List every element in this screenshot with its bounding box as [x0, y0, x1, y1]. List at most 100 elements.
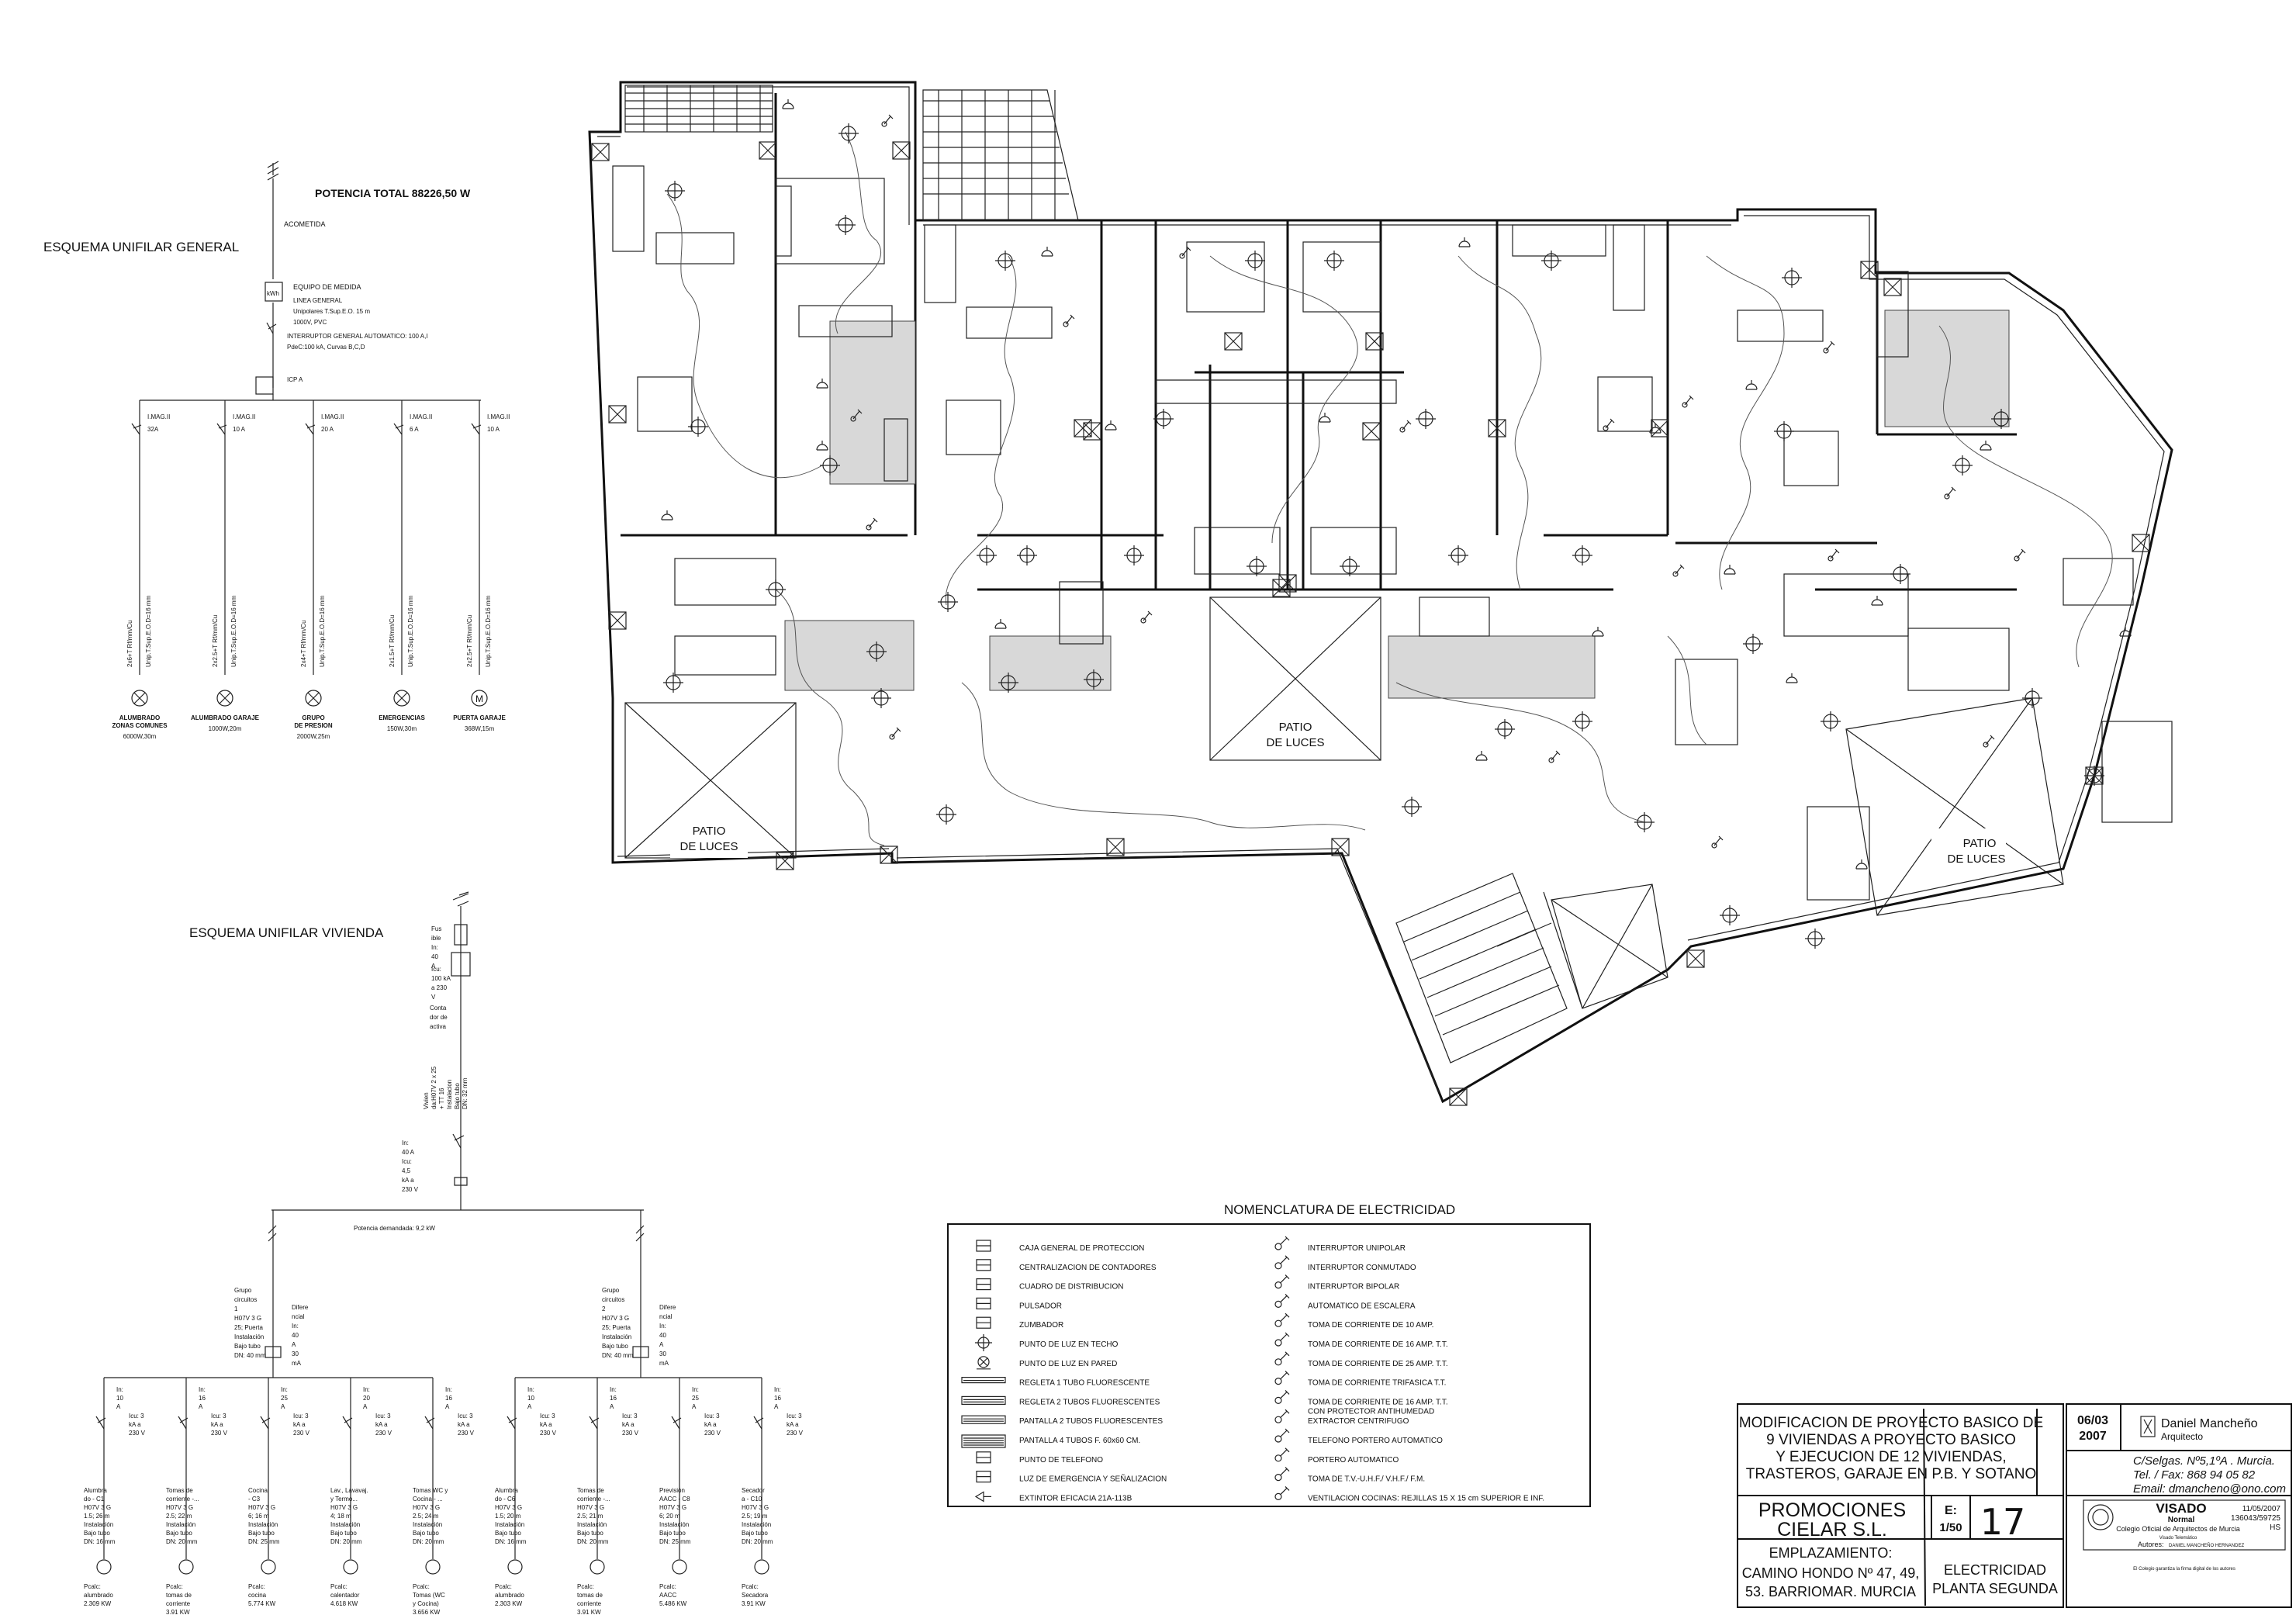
- legend-right-label: PORTERO AUTOMATICO: [1308, 1456, 1399, 1465]
- circuit-desc: 2.5; 21 m: [577, 1513, 603, 1520]
- circuit-install: Bajo tubo: [659, 1530, 686, 1537]
- kitchen-vent-icon: [1280, 1485, 1290, 1495]
- switch-icon: [1402, 420, 1412, 431]
- circuit-desc: 2.5; 19 m: [742, 1513, 768, 1520]
- circuit-load: Tomas (WC: [413, 1592, 445, 1599]
- circuit-load: Pcalc:: [742, 1583, 759, 1590]
- main-switch-label: INTERRUPTOR GENERAL AUTOMATICO: 100 A,I: [287, 333, 428, 340]
- load-icon: [672, 1559, 687, 1575]
- lamp-icon: [133, 692, 146, 704]
- di-label: DN: 32 mm: [462, 1077, 469, 1109]
- breaker-rating: A: [774, 1403, 779, 1410]
- circuit-load: 4.618 KW: [330, 1600, 358, 1607]
- column-icon: [1651, 419, 1669, 437]
- column-icon: [1362, 422, 1381, 441]
- circuit-install: DN: 16 mm: [495, 1538, 527, 1545]
- group-label: 1: [234, 1305, 238, 1312]
- circuit-desc: corriente -...: [166, 1496, 199, 1503]
- socket-icon: [1649, 424, 1661, 434]
- architect-name: Daniel Mancheño: [2161, 1417, 2258, 1430]
- breaker-icu: 230 V: [211, 1430, 228, 1437]
- di-label: + TT 16: [438, 1088, 445, 1109]
- circuit-desc: do - C1: [84, 1496, 105, 1503]
- circuit-desc: H07V 3 G: [659, 1504, 686, 1511]
- column-icon: [1278, 574, 1297, 593]
- circuit-desc: Tomas de: [577, 1487, 604, 1494]
- di-label: Instalacion: [446, 1080, 453, 1109]
- circuit-name: ALUMBRADO GARAJE: [191, 714, 260, 721]
- legend-right-label: EXTRACTOR CENTRIFUGO: [1308, 1417, 1409, 1426]
- circuit-desc: 2.5; 24 m: [413, 1513, 439, 1520]
- single-switch-icon: [1274, 1243, 1282, 1250]
- ceiling-light-icon: [1991, 409, 2011, 429]
- ceiling-light-icon: [1448, 545, 1468, 565]
- icu-label: Icu:: [431, 966, 441, 973]
- legend-right-label: TOMA DE T.V.-U.H.F./ V.H.F./ F.M.: [1308, 1475, 1425, 1484]
- load-icon: [216, 690, 233, 707]
- breaker-icu: kA a: [458, 1421, 470, 1428]
- general-line-spec: Unipolares T.Sup.E.O. 15 m: [293, 308, 370, 315]
- circuit-desc: Alumbra: [495, 1487, 518, 1494]
- breaker-rating: 10: [116, 1395, 123, 1402]
- fuse-label: ible: [431, 935, 441, 942]
- ceiling-light-icon: [688, 417, 708, 437]
- socket-10-icon: [1280, 1312, 1290, 1322]
- legend-left-label: PULSADOR: [1019, 1302, 1062, 1310]
- patio-label-2: DE LUCES: [1947, 852, 2005, 866]
- breaker-label: I.MAG.II: [233, 413, 255, 420]
- lamp-icon: [219, 692, 231, 704]
- wall-light-icon: [977, 1357, 991, 1370]
- legend-title: NOMENCLATURA DE ELECTRICIDAD: [1224, 1202, 1455, 1217]
- circuit-load: y Cocina): [413, 1600, 439, 1607]
- breaker-icon: [95, 1416, 106, 1430]
- extractor-icon: [1274, 1416, 1282, 1423]
- load-icon: [343, 1559, 358, 1575]
- column-icon: [591, 143, 610, 161]
- differential-label: ncial: [659, 1313, 673, 1320]
- circuit-load: alumbrado: [495, 1592, 524, 1599]
- floor-plan: PATIO DE LUCES PATIO DE LUCES PATIO DE L…: [588, 81, 2173, 1106]
- electricity-legend: NOMENCLATURA DE ELECTRICIDAD CAJA GENERA…: [947, 1202, 1591, 1507]
- meter-icon: [265, 282, 283, 302]
- project-line-4: TRASTEROS, GARAJE EN P.B. Y SOTANO: [1746, 1466, 2036, 1482]
- ceiling-light-icon: [835, 215, 856, 235]
- ceiling-light-icon: [820, 455, 840, 476]
- switch-icon: [866, 524, 872, 531]
- column-icon: [1106, 838, 1125, 856]
- column-icon: [1860, 261, 1879, 279]
- switch-icon: [1985, 735, 1995, 745]
- breaker-rating: 16: [774, 1395, 781, 1402]
- stair-timer-icon: [1274, 1300, 1282, 1309]
- socket-icon: [994, 619, 1007, 629]
- circuit-desc: H07V 3 G: [742, 1504, 769, 1511]
- socket-icon: [1745, 380, 1758, 390]
- switch-icon: [1823, 348, 1829, 354]
- load-icon: [590, 1559, 605, 1575]
- switch-icon: [1603, 425, 1609, 431]
- ceiling-light-icon: [1245, 251, 1265, 271]
- breaker-icon: [342, 1416, 353, 1430]
- legend-left-label: PANTALLA 4 TUBOS F. 60x60 CM.: [1019, 1437, 1140, 1445]
- tv-socket-icon: [1274, 1473, 1282, 1482]
- dwelling-scheme-title: ESQUEMA UNIFILAR VIVIENDA: [189, 925, 384, 940]
- breaker-icu: 230 V: [622, 1430, 639, 1437]
- intercom-icon: [1280, 1447, 1290, 1457]
- differential-label: 30: [659, 1350, 666, 1357]
- ceiling-light-icon: [1890, 564, 1910, 584]
- circuit-install: Instalación: [413, 1521, 442, 1528]
- differential-label: In:: [292, 1323, 299, 1330]
- differential-label: 40: [292, 1332, 299, 1339]
- switch-icon: [1065, 314, 1075, 325]
- circuit-desc: Alumbra: [84, 1487, 107, 1494]
- circuit-load: 6000W,30m: [123, 733, 157, 740]
- ceiling-light-icon: [1743, 634, 1763, 654]
- ceiling-light-icon: [766, 579, 786, 600]
- circuit-load: Pcalc:: [577, 1583, 594, 1590]
- breaker-icon: [131, 423, 142, 435]
- tube-spec: Unip.T.Sup.E.O.D=16 mm: [485, 595, 492, 667]
- column-icon: [1272, 579, 1291, 597]
- breaker-icu: kA a: [540, 1421, 552, 1428]
- column-icon: [1362, 422, 1381, 441]
- column-icon: [892, 141, 911, 160]
- single-switch-icon: [1280, 1236, 1290, 1245]
